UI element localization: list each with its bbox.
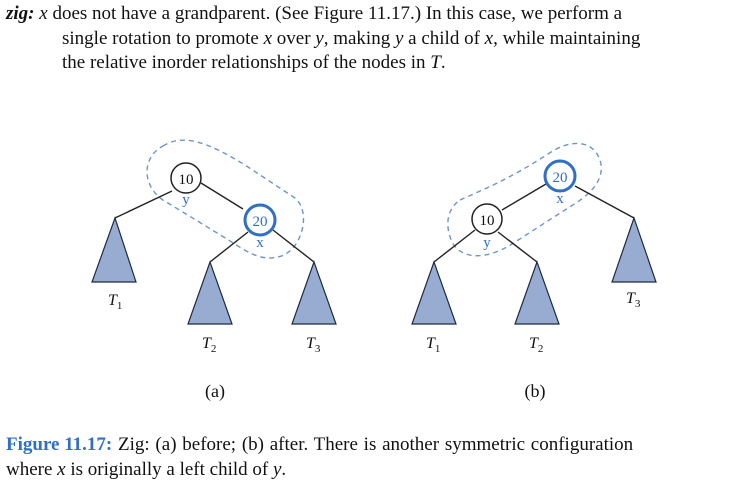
panel-b: 20 x 10 y T3 T1 T2 (b)	[411, 142, 657, 402]
text-run: does not have a grandparent. (See Figure…	[47, 3, 623, 24]
caption-text: Zig: (a) before; (b) after. There is ano…	[112, 434, 634, 455]
node-10-tag: y	[483, 235, 491, 251]
text-run: where	[6, 459, 58, 480]
text-run: a child of	[403, 27, 485, 49]
node-20-tag: x	[556, 191, 564, 207]
node-20-value: 20	[553, 170, 568, 186]
subtree-triangle	[514, 260, 560, 325]
edge	[501, 183, 547, 211]
subtree-triangle	[291, 260, 337, 325]
text-run: over	[272, 27, 316, 49]
var-x: x	[57, 459, 66, 480]
text-run: .	[440, 52, 446, 73]
caption-line-2: where x is originally a left child of y.	[6, 457, 746, 482]
text-run: single rotation to promote	[62, 27, 264, 49]
var-T: T	[430, 52, 441, 73]
node-10	[170, 162, 202, 194]
subtree-label-T1: T1	[108, 292, 122, 312]
node-20-tag: x	[256, 235, 264, 251]
text-run: the relative inorder relationships of th…	[62, 52, 431, 73]
node-20	[543, 159, 577, 193]
node-20	[243, 203, 277, 237]
dashed-highlight-a	[146, 139, 305, 259]
panel-a: 10 y 20 x T1 T2 T3 (a)	[91, 139, 337, 402]
subtree-label-T2: T2	[529, 335, 543, 355]
var-y: y	[394, 27, 404, 49]
edge	[497, 231, 538, 263]
text-run: , making	[323, 27, 395, 49]
edge	[433, 229, 476, 263]
paragraph-line-2: single rotation to promote x over y, mak…	[6, 27, 746, 52]
text-run: , while maintaining	[493, 27, 641, 49]
subtree-triangle	[187, 260, 233, 325]
node-10-value: 10	[480, 213, 495, 229]
var-x: x	[263, 27, 273, 49]
edge	[200, 182, 244, 210]
subtree-label-T2: T2	[202, 335, 216, 355]
edge	[209, 231, 249, 263]
case-term: zig:	[6, 3, 35, 24]
paragraph-line-3: the relative inorder relationships of th…	[6, 51, 746, 76]
body-paragraph: zig: x does not have a grandparent. (See…	[6, 2, 746, 76]
edge	[574, 185, 635, 219]
edge	[114, 190, 173, 219]
paragraph-line-1: zig: x does not have a grandparent. (See…	[6, 2, 746, 27]
subtree-label-T3: T3	[306, 335, 321, 355]
text-run: .	[281, 459, 287, 480]
node-10-tag: y	[182, 192, 190, 208]
text-run: is originally a left child of	[65, 459, 273, 480]
node-10-value: 10	[179, 172, 194, 188]
dashed-highlight-b	[447, 142, 602, 257]
subtree-triangle	[411, 260, 457, 325]
figure-caption: Figure 11.17: Zig: (a) before; (b) after…	[6, 432, 746, 482]
figure-label: Figure 11.17:	[6, 434, 113, 455]
panel-b-caption: (b)	[525, 381, 546, 402]
node-10	[471, 203, 503, 235]
var-x: x	[39, 3, 48, 24]
caption-line-1: Figure 11.17: Zig: (a) before; (b) after…	[6, 432, 746, 457]
var-x: x	[484, 27, 494, 49]
subtree-label-T3: T3	[626, 290, 641, 310]
var-y: y	[272, 459, 282, 480]
subtree-label-T1: T1	[426, 335, 440, 355]
subtree-triangle	[611, 216, 657, 283]
var-y: y	[315, 27, 324, 49]
panel-a-caption: (a)	[205, 381, 225, 402]
edge	[272, 229, 315, 263]
subtree-triangle	[91, 216, 137, 283]
node-20-value: 20	[253, 214, 268, 230]
